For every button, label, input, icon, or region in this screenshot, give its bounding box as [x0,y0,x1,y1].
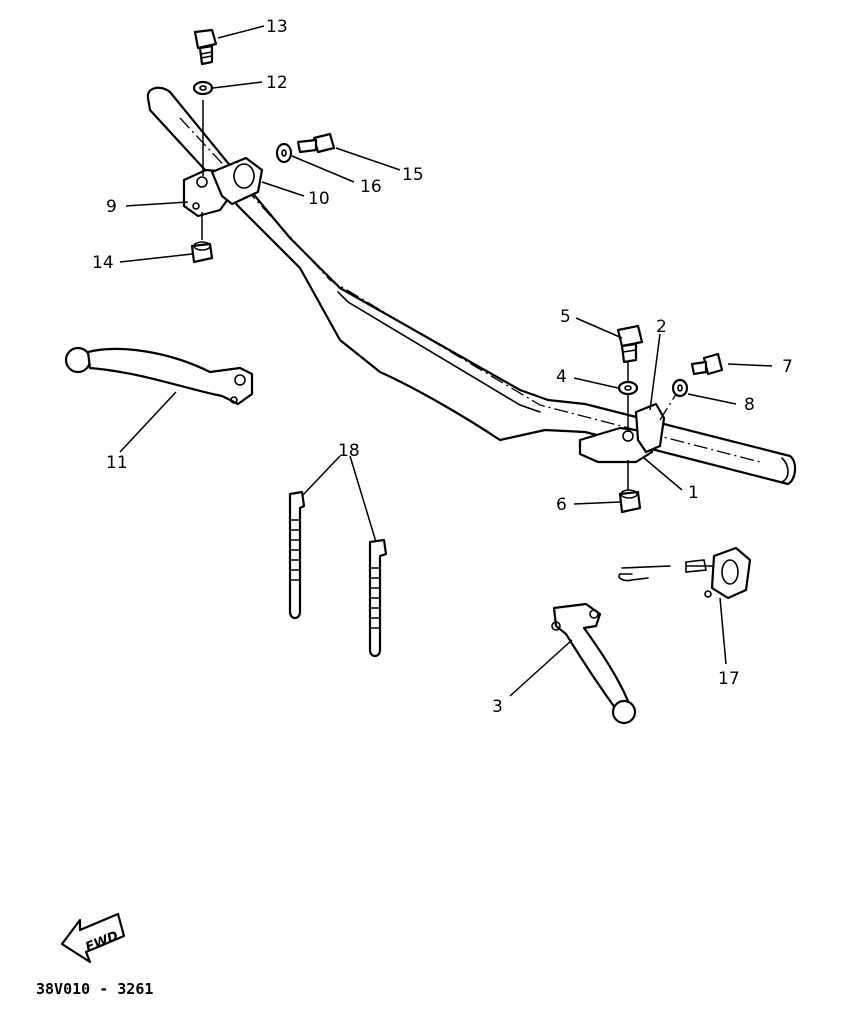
callout-11: 11 [106,453,128,473]
strap-18-right [368,538,388,658]
washer-8 [671,378,689,398]
callout-12: 12 [266,73,288,93]
callout-7: 7 [782,357,793,377]
strap-18-left [288,490,306,620]
bolt-7 [690,352,724,376]
callout-15: 15 [402,165,424,185]
callout-1: 1 [688,483,699,503]
callout-16: 16 [360,177,382,197]
right-lever-holder [578,360,666,490]
fwd-arrow-icon: FWD [60,912,126,964]
callout-9: 9 [106,197,117,217]
callout-5: 5 [560,307,571,327]
callout-8: 8 [744,395,755,415]
callout-4: 4 [556,367,567,387]
callout-6: 6 [556,495,567,515]
callout-numbers: 13 12 15 16 10 9 14 11 18 5 2 7 4 8 1 6 … [92,17,793,717]
callout-13: 13 [266,17,288,37]
callout-10: 10 [308,189,330,209]
callout-17: 17 [718,669,740,689]
switch-17 [618,546,752,600]
washer-4 [617,380,639,396]
callout-18: 18 [338,441,360,461]
washer-12 [192,80,214,96]
leader-lines [119,25,773,697]
drawing-code: 38V010 - 3261 [36,980,153,998]
callout-2: 2 [656,317,667,337]
bolt-15 [296,132,336,154]
lever-11 [64,346,254,406]
nut-14 [190,241,214,264]
bolt-5 [616,324,644,364]
lever-3 [551,602,637,725]
callout-3: 3 [492,697,503,717]
bolt-13 [193,28,218,66]
handlebar [146,86,797,486]
washer-16 [275,142,293,164]
callout-14: 14 [92,253,114,273]
nut-6 [618,489,642,514]
left-lever-holder [182,100,264,240]
